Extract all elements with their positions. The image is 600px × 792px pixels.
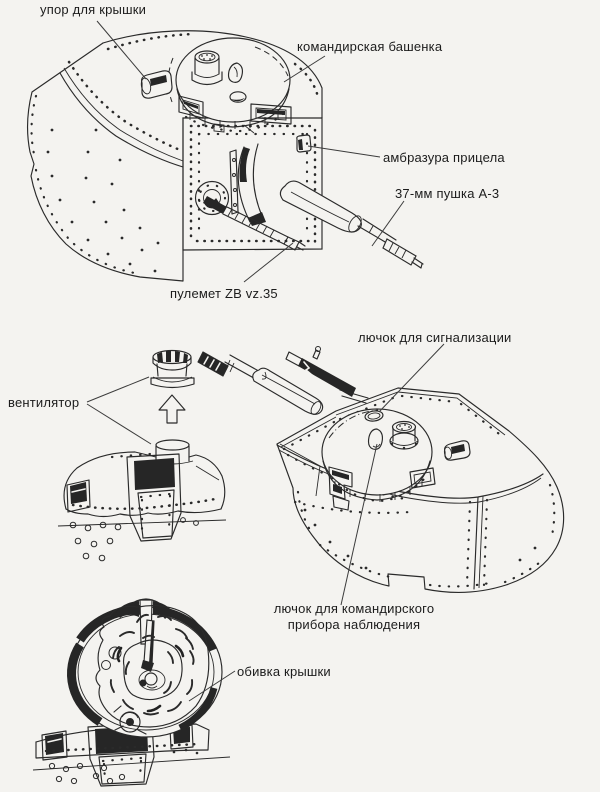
leader-lid-stop: [96, 20, 147, 80]
label-ventilator: вентилятор: [8, 395, 80, 410]
roof-clamp: [443, 440, 471, 461]
machine-gun: [203, 196, 306, 251]
label-gun: 37-мм пушка А-3: [395, 186, 500, 201]
label-commander-hatch-line2: прибора наблюдения: [287, 617, 421, 632]
leader-gun: [371, 200, 405, 247]
cupola-rim-bracket: [328, 466, 353, 511]
turret-side-wall: [26, 42, 184, 282]
mg-ball-mount: [194, 180, 230, 216]
lid-stop-bracket: [140, 70, 173, 99]
wall-rivets: [46, 128, 160, 273]
turret-roof-edge: [102, 30, 323, 119]
leader-commander-hatch: [340, 443, 378, 606]
figure-hatch-lining-section: [32, 598, 231, 787]
lining-texture: [109, 613, 195, 716]
signal-hatch: [364, 410, 384, 422]
figure-turret-front-view: [26, 30, 424, 282]
figure-ventilator-exploded: [57, 349, 227, 562]
label-lid-stop: упор для крышки: [40, 2, 147, 17]
cupola-hatch-teardrop: [227, 62, 244, 83]
cupola-periscope-rear: [389, 420, 419, 450]
label-commander-hatch-line1: лючок для командирского: [273, 601, 435, 616]
hatch-lid: [67, 598, 223, 738]
leader-lines: [86, 20, 445, 702]
sight-aperture: [296, 134, 312, 153]
label-machine-gun: пулемет ZB vz.35: [170, 286, 278, 301]
leader-sight-aperture: [307, 145, 381, 158]
commander-cupola-rear: [321, 408, 433, 511]
leader-ventilator: [86, 376, 152, 445]
machine-gun-rear: [285, 346, 369, 404]
leader-machine-gun: [243, 242, 294, 283]
turret-band-section: [32, 722, 231, 787]
roof-hatch-plate: [409, 467, 436, 489]
leader-lid-lining: [188, 670, 236, 702]
turret-rear-section: [57, 439, 227, 562]
arrow-up-icon: [158, 394, 186, 424]
leader-commander-cupola: [283, 55, 326, 83]
label-sight-aperture: амбразура прицела: [383, 150, 505, 165]
lid-center-pad: [122, 639, 183, 701]
ventilator-cap: [150, 349, 195, 389]
label-commander-cupola: командирская башенка: [297, 39, 443, 54]
label-signal-hatch: лючок для сигнализации: [358, 330, 512, 345]
turret-rear-silhouette: [276, 387, 565, 593]
label-lid-lining: обивка крышки: [237, 664, 331, 679]
cupola-port-oval: [229, 91, 247, 103]
lid-latch: [113, 705, 147, 735]
figure-turret-rear-view: [197, 346, 565, 593]
main-gun-barrel-rear: [197, 351, 324, 415]
leader-signal-hatch: [378, 343, 445, 413]
lid-lining-pad: [95, 604, 210, 728]
commander-cupola: [175, 37, 292, 134]
label-commander-hatch: лючок для командирского прибора наблюден…: [253, 601, 455, 633]
cupola-periscope: [191, 50, 223, 86]
main-gun-barrel: [279, 180, 424, 269]
